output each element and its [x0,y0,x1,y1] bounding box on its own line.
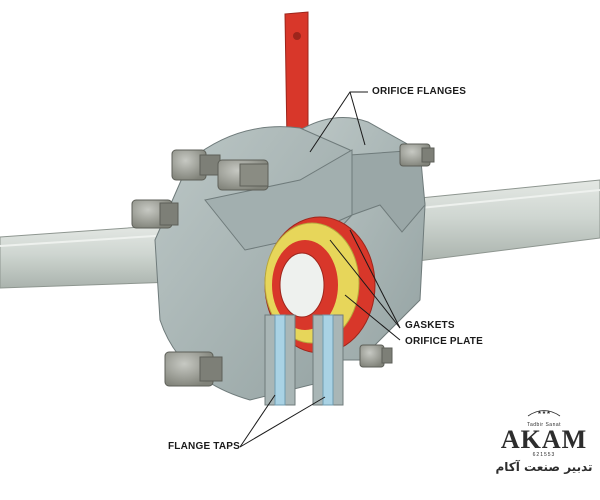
logo-persian-text: تدبیر صنعت آکام [495,460,593,474]
logo-tagline: Tadbir Sanat [526,422,562,428]
bolt [164,351,223,387]
bolt [359,344,393,368]
pipe-left [0,224,176,289]
orifice-plate-handle [284,11,309,143]
label-orifice-plate: ORIFICE PLATE [405,336,483,347]
logo-stars-icon: ★★★ [527,410,561,417]
label-flange-taps: FLANGE TAPS [168,441,241,452]
flange-tap [264,314,296,406]
label-gaskets: GASKETS [405,320,455,331]
logo-number: 621553 [532,452,556,458]
bolt [131,199,179,229]
logo-name: AKAM [500,425,588,454]
bolt [399,143,435,167]
pipe-right [399,179,600,263]
label-orifice-flanges: ORIFICE FLANGES [372,86,467,97]
leader-lines [239,91,401,448]
akam-logo: ★★★ Tadbir Sanat AKAM 621553 تدبیر صنعت … [492,404,596,496]
bolt [171,149,221,181]
bolt [217,159,269,191]
svg-text:★★★: ★★★ [537,410,551,416]
flange-tap [312,314,344,406]
